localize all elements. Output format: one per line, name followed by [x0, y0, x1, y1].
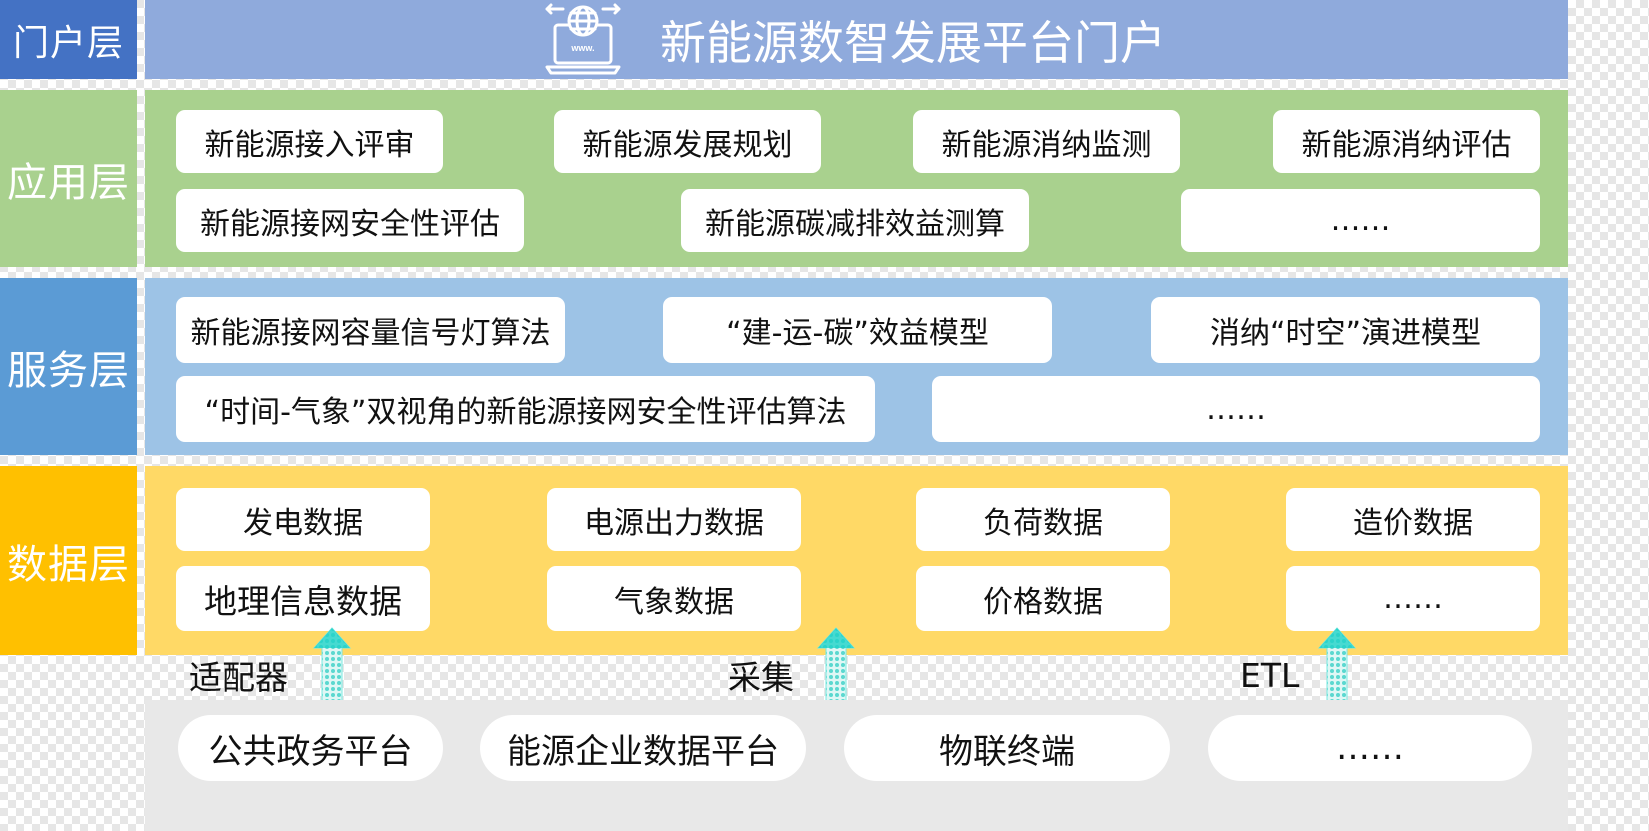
app-item-carbon-reduction[interactable]: 新能源碳减排效益测算 [681, 189, 1029, 252]
data-item-more[interactable]: …… [1286, 566, 1540, 631]
web-laptop-icon: www. [545, 3, 621, 75]
service-item-evolution-model[interactable]: 消纳“时空”演进模型 [1151, 297, 1540, 363]
app-layer-label: 应用层 [0, 90, 137, 267]
data-item-generation[interactable]: 发电数据 [176, 488, 430, 551]
app-item-consumption-evaluation[interactable]: 新能源消纳评估 [1273, 110, 1540, 173]
svg-text:www.: www. [570, 43, 594, 53]
source-item-energy-platform[interactable]: 能源企业数据平台 [480, 715, 806, 781]
upload-arrow-icon [816, 627, 856, 703]
portal-layer-band [145, 0, 1568, 79]
portal-layer-label: 门户层 [0, 0, 137, 79]
data-layer-label: 数据层 [0, 466, 137, 655]
app-item-grid-safety-evaluation[interactable]: 新能源接网安全性评估 [176, 189, 524, 252]
source-item-iot-terminal[interactable]: 物联终端 [844, 715, 1170, 781]
service-item-safety-algorithm[interactable]: “时间-气象”双视角的新能源接网安全性评估算法 [176, 376, 875, 442]
service-item-benefit-model[interactable]: “建-运-碳”效益模型 [663, 297, 1052, 363]
service-item-more[interactable]: …… [932, 376, 1540, 442]
app-item-access-review[interactable]: 新能源接入评审 [176, 110, 443, 173]
data-item-cost[interactable]: 造价数据 [1286, 488, 1540, 551]
upload-arrow-icon [312, 627, 352, 703]
app-item-more[interactable]: …… [1181, 189, 1540, 252]
connector-adapter-label: 适配器 [189, 658, 288, 697]
data-item-price[interactable]: 价格数据 [916, 566, 1170, 631]
data-item-power-output[interactable]: 电源出力数据 [547, 488, 801, 551]
app-item-development-planning[interactable]: 新能源发展规划 [554, 110, 821, 173]
data-item-weather[interactable]: 气象数据 [547, 566, 801, 631]
source-item-more[interactable]: …… [1208, 715, 1532, 781]
data-item-load[interactable]: 负荷数据 [916, 488, 1170, 551]
connector-etl-label: ETL [1240, 655, 1300, 695]
service-item-capacity-signal[interactable]: 新能源接网容量信号灯算法 [176, 297, 565, 363]
connector-collect-label: 采集 [728, 658, 794, 697]
source-item-public-platform[interactable]: 公共政务平台 [178, 715, 443, 781]
data-item-geographic[interactable]: 地理信息数据 [176, 566, 430, 631]
service-layer-label: 服务层 [0, 278, 137, 455]
app-item-consumption-monitoring[interactable]: 新能源消纳监测 [913, 110, 1180, 173]
upload-arrow-icon [1317, 627, 1357, 703]
portal-title[interactable]: 新能源数智发展平台门户 [660, 15, 1166, 70]
